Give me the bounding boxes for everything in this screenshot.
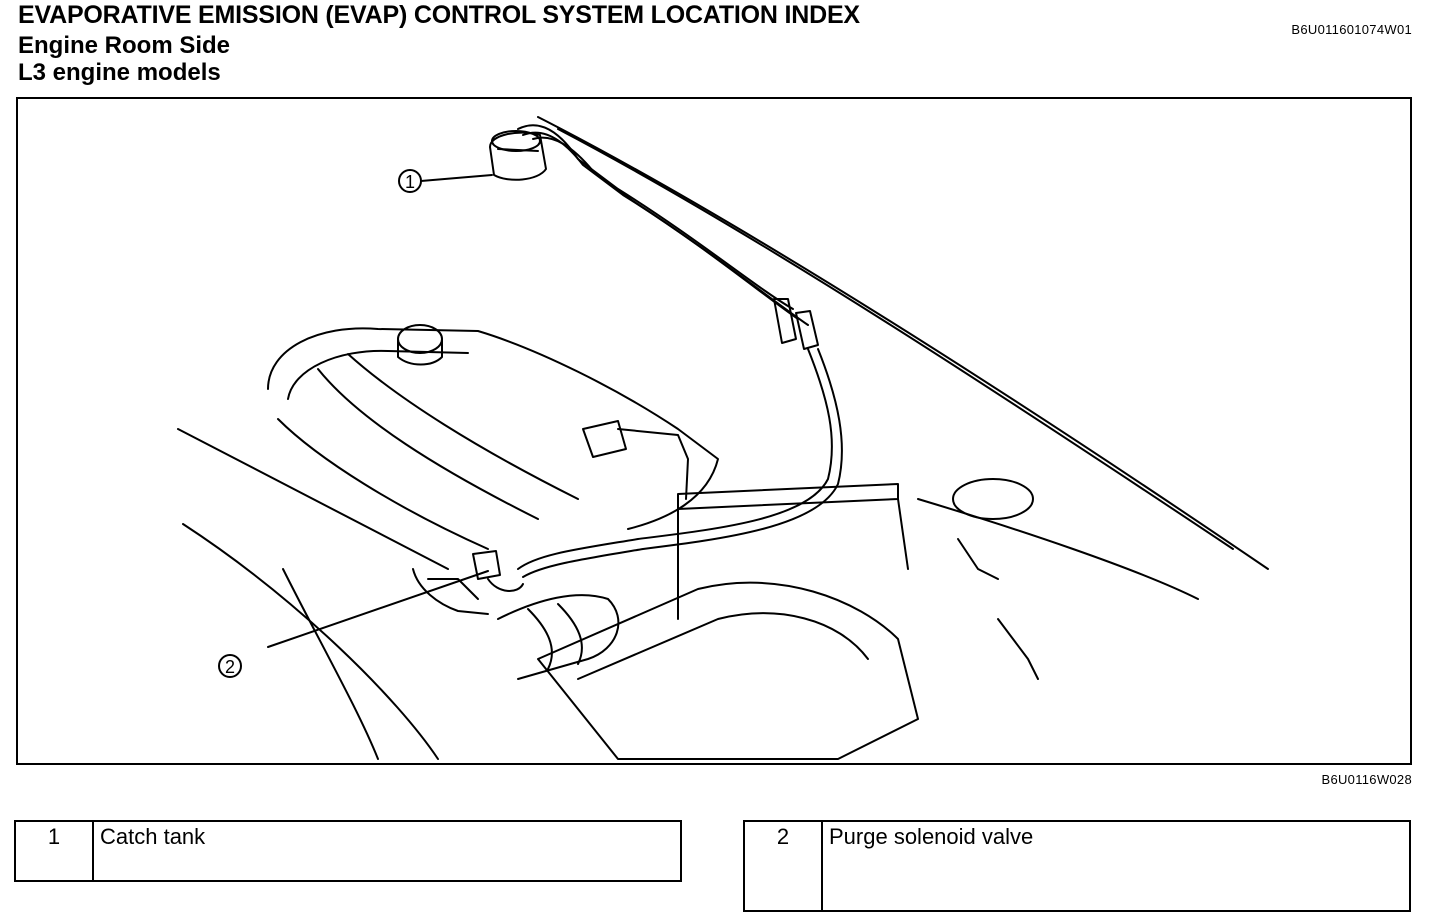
engine-cover: [267, 327, 719, 530]
hose-upper-b: [522, 131, 799, 320]
legend-table-1: 1 Catch tank: [14, 820, 682, 882]
legend-row: 2 Purge solenoid valve: [743, 820, 1411, 912]
engine-rib-2: [347, 353, 579, 500]
fender-line-lower: [182, 523, 439, 760]
callout-2-number: 2: [225, 657, 235, 677]
legend-table-2: 2 Purge solenoid valve: [743, 820, 1411, 912]
callout-1-leader: [420, 174, 493, 182]
catch-tank: [489, 131, 547, 181]
page-title: EVAPORATIVE EMISSION (EVAP) CONTROL SYST…: [18, 1, 860, 29]
cowl-line: [917, 498, 1199, 600]
engine-rib: [317, 368, 539, 520]
figure-id: B6U0116W028: [1321, 772, 1412, 787]
callout-2-leader: [267, 570, 489, 648]
hose-main: [517, 348, 833, 570]
legend-number: 1: [14, 820, 94, 882]
callout-1-number: 1: [405, 172, 415, 192]
figure-frame: 1 2: [16, 97, 1412, 765]
legend-number: 2: [743, 820, 823, 912]
legend-label: Purge solenoid valve: [821, 820, 1411, 912]
hood-edge-line-inner: [557, 128, 1234, 550]
strut-tower: [952, 478, 1034, 520]
document-id: B6U011601074W01: [1291, 22, 1412, 37]
fender-line: [177, 428, 449, 570]
plug-boot: [582, 420, 627, 458]
hose-upper-c: [532, 136, 809, 326]
air-cleaner: [537, 581, 919, 760]
front-edge-line: [282, 568, 379, 760]
purge-solenoid: [472, 550, 501, 580]
hose-connector: [773, 298, 797, 344]
intake-duct: [497, 594, 620, 680]
hose-upper-a: [517, 124, 794, 310]
model-subtitle: L3 engine models: [18, 59, 221, 86]
engine-rib-3: [277, 418, 489, 550]
legend-label: Catch tank: [92, 820, 682, 882]
callout-2-circle: [218, 654, 242, 678]
hose-main-2: [522, 348, 843, 578]
section-subtitle: Engine Room Side: [18, 32, 231, 59]
legend-row: 1 Catch tank: [14, 820, 682, 882]
engine-cover-inner: [287, 349, 469, 400]
battery-box: [677, 483, 899, 510]
hose-connector-2: [795, 310, 819, 350]
engine-room-illustration: 1 2: [177, 116, 1269, 760]
hood-edge-line: [537, 116, 1269, 570]
